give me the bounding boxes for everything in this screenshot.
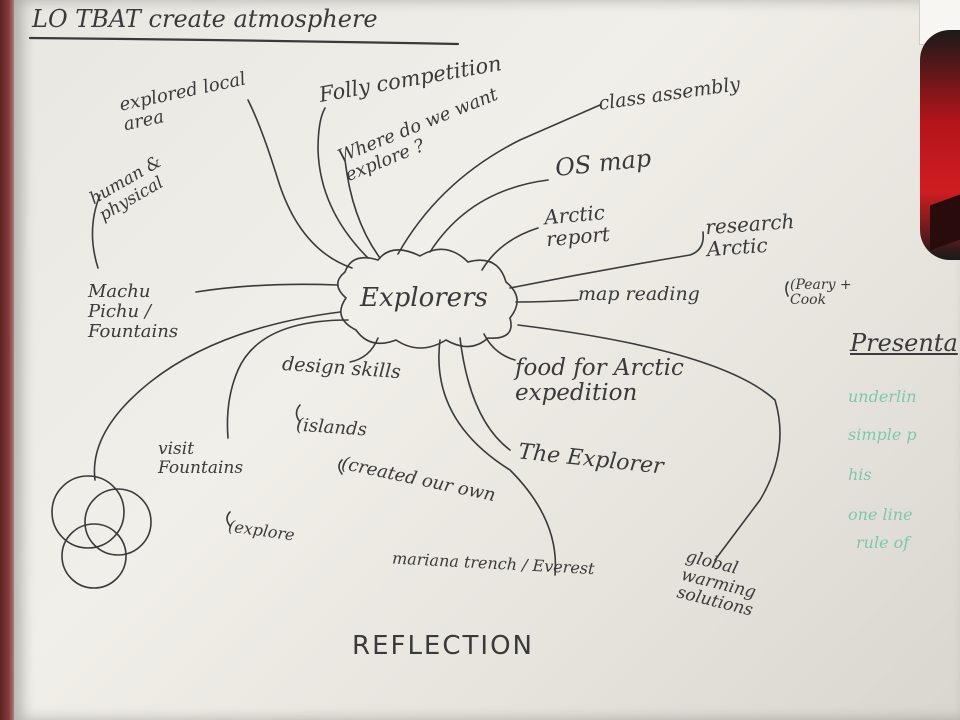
branch-class bbox=[397, 104, 601, 255]
branch-arctic-report bbox=[481, 227, 539, 271]
node-visit-fountains: visit Fountains bbox=[158, 439, 244, 478]
node-peary-cook: (Peary + Cook bbox=[790, 277, 852, 309]
branch-where bbox=[344, 159, 381, 259]
branch-mariana bbox=[438, 339, 557, 576]
branch-os bbox=[429, 179, 549, 253]
bracket-explore bbox=[226, 511, 231, 527]
branch-food bbox=[483, 333, 516, 361]
whiteboard bbox=[14, 0, 960, 720]
node-research-arctic: research Arctic bbox=[704, 209, 796, 262]
bracket-peary bbox=[785, 281, 789, 297]
node-food-arctic: food for Arctic expedition bbox=[515, 355, 684, 407]
side-panel-heading: Presenta bbox=[850, 329, 958, 357]
side-panel-item: underlin bbox=[848, 387, 917, 406]
node-arctic-report: Arctic report bbox=[543, 200, 611, 252]
branch-explored bbox=[247, 99, 353, 269]
branch-venn bbox=[93, 311, 341, 481]
side-panel-item: his bbox=[848, 465, 872, 484]
branch-map-reading bbox=[515, 299, 579, 303]
side-panel-item: simple p bbox=[848, 425, 917, 444]
node-reflection: REFLECTION bbox=[352, 631, 534, 661]
branch-folly bbox=[317, 107, 369, 259]
bracket-created bbox=[338, 459, 343, 475]
venn-circle-2 bbox=[84, 488, 152, 556]
center-label: Explorers bbox=[360, 283, 488, 313]
page-title: LO TBAT create atmosphere bbox=[32, 5, 378, 33]
bracket-islands bbox=[295, 404, 301, 423]
branch-machu bbox=[195, 283, 339, 293]
side-panel-item: one line bbox=[848, 505, 913, 524]
venn-circle-1 bbox=[51, 475, 125, 549]
branch-research bbox=[509, 231, 705, 289]
side-panel-item: rule of bbox=[856, 533, 910, 552]
branch-design bbox=[349, 337, 379, 363]
branch-explorer bbox=[459, 337, 511, 451]
branch-human bbox=[91, 194, 101, 269]
branch-visit bbox=[226, 319, 349, 439]
node-map-reading: map reading bbox=[578, 283, 700, 305]
title-underline bbox=[28, 36, 460, 46]
branch-global bbox=[517, 324, 781, 561]
center-cloud bbox=[336, 248, 518, 349]
board-frame bbox=[0, 0, 18, 720]
node-machu-pichu: Machu Pichu / Fountains bbox=[88, 281, 179, 342]
venn-circle-3 bbox=[61, 523, 127, 589]
